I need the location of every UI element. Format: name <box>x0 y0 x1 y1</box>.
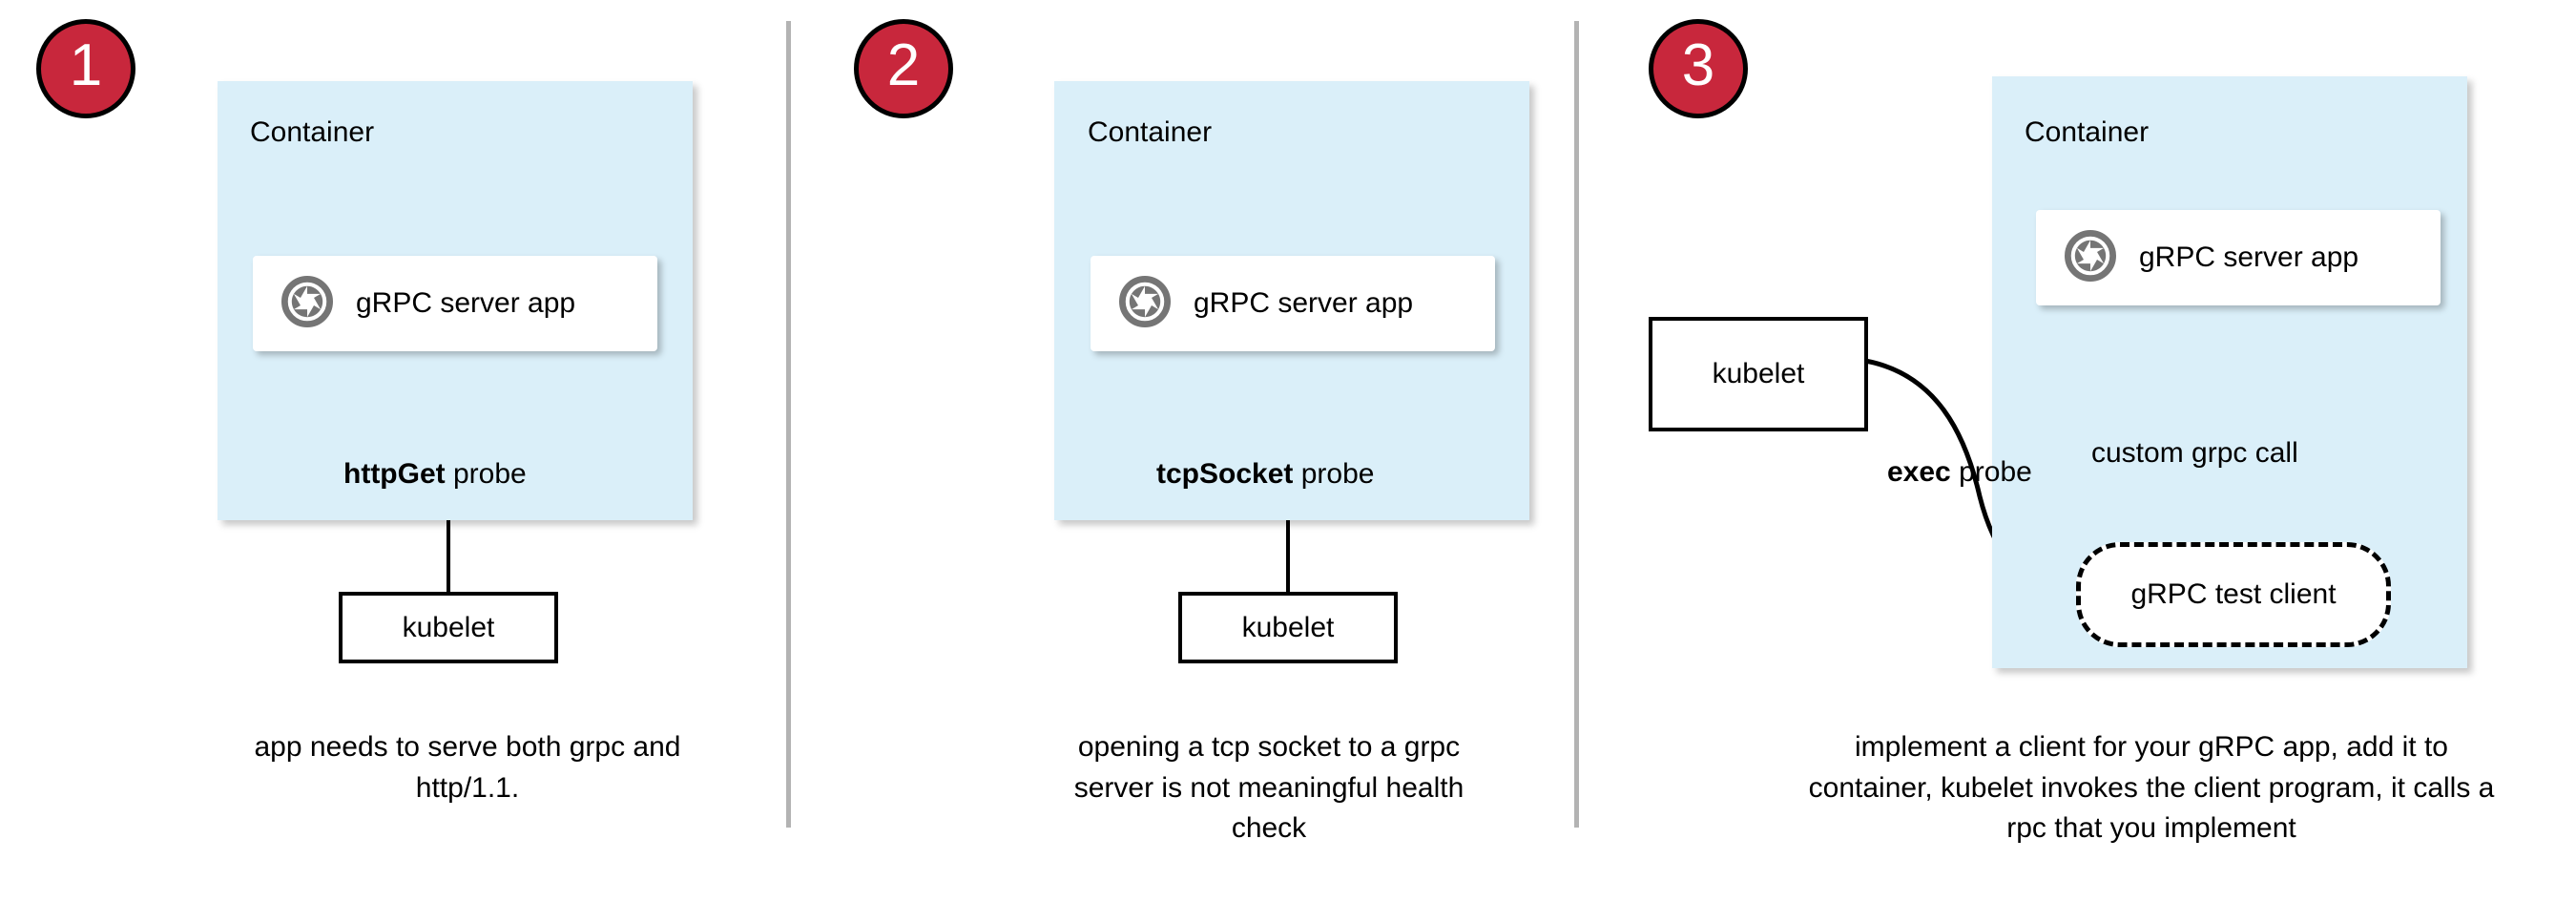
caption-3: implement a client for your gRPC app, ad… <box>1808 731 2495 845</box>
app-card-1: gRPC server app <box>253 256 657 351</box>
step-badge-1: 1 <box>36 19 135 118</box>
container-label-2: Container <box>1088 116 1213 148</box>
step-badge-3: 3 <box>1649 19 1748 118</box>
probe-label-1: httpGet probe <box>343 458 527 491</box>
container-label-1: Container <box>250 116 375 148</box>
app-card-label-2: gRPC server app <box>1194 287 1414 319</box>
probe-label-1-rest: probe <box>445 458 527 490</box>
probe-label-3-rest: probe <box>1950 456 2032 488</box>
probe-label-3: exec probe <box>1887 456 2032 489</box>
panel-divider-2 <box>1574 21 1579 828</box>
caption-2: opening a tcp socket to a grpc server is… <box>1073 731 1465 845</box>
container-label-3: Container <box>2025 116 2150 148</box>
probe-label-2: tcpSocket probe <box>1156 458 1374 491</box>
probe-label-1-bold: httpGet <box>343 458 446 490</box>
app-card-2: gRPC server app <box>1091 256 1495 351</box>
probe-label-2-bold: tcpSocket <box>1156 458 1294 490</box>
caption-1: app needs to serve both grpc and http/1.… <box>254 731 681 804</box>
kubelet-label-3: kubelet <box>1712 358 1805 389</box>
kubelet-label-1: kubelet <box>402 611 495 643</box>
panel-divider-1 <box>786 21 791 828</box>
step-number-1: 1 <box>69 32 103 98</box>
step-number-2: 2 <box>886 32 921 98</box>
kubelet-label-2: kubelet <box>1241 611 1335 643</box>
aperture-icon <box>2065 229 2116 286</box>
app-card-label-1: gRPC server app <box>356 287 576 319</box>
kubelet-box-3: kubelet <box>1649 317 1868 431</box>
grpc-test-client-box: gRPC test client <box>2076 542 2391 647</box>
app-card-3: gRPC server app <box>2036 210 2441 305</box>
kubelet-box-1: kubelet <box>339 592 558 663</box>
kubelet-box-2: kubelet <box>1178 592 1398 663</box>
custom-grpc-call-label: custom grpc call <box>2091 437 2298 469</box>
grpc-test-client-label: gRPC test client <box>2130 578 2337 610</box>
step-badge-2: 2 <box>854 19 953 118</box>
aperture-icon <box>281 275 333 332</box>
step-number-3: 3 <box>1681 32 1715 98</box>
probe-label-3-bold: exec <box>1887 456 1951 488</box>
aperture-icon <box>1119 275 1171 332</box>
probe-label-2-rest: probe <box>1293 458 1375 490</box>
app-card-label-3: gRPC server app <box>2139 241 2359 273</box>
